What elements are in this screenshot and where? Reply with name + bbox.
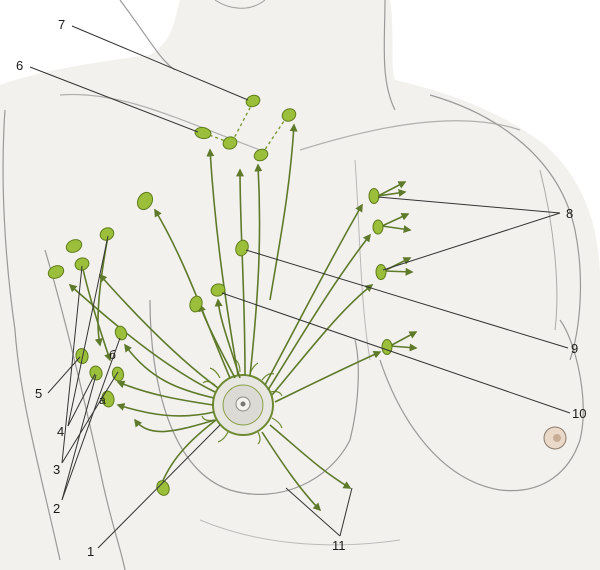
label-3: 3: [53, 462, 60, 477]
label-8: 8: [566, 206, 573, 221]
node-parasternal-4: [382, 340, 392, 355]
label-11: 11: [332, 538, 346, 553]
right-nipple: [544, 427, 566, 449]
label-a: a: [99, 393, 106, 407]
node-parasternal-2: [373, 220, 383, 234]
label-4: 4: [57, 424, 64, 439]
label-2: 2: [53, 501, 60, 516]
label-6: 6: [16, 58, 23, 73]
label-b: б: [109, 348, 116, 362]
label-5: 5: [35, 386, 42, 401]
label-10: 10: [572, 406, 586, 421]
node-parasternal-1: [369, 189, 379, 204]
label-1: 1: [87, 544, 94, 559]
node-parasternal-3: [376, 265, 386, 280]
label-7: 7: [58, 17, 65, 32]
label-9: 9: [571, 341, 578, 356]
